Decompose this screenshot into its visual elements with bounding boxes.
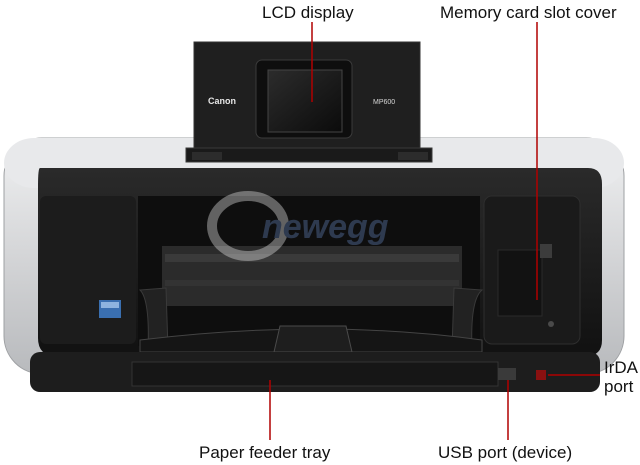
label-irda-port-line-1: IrDA <box>604 358 638 377</box>
irda-port <box>536 370 546 380</box>
paper-output-area <box>138 196 484 353</box>
model-label: MP600 <box>373 99 395 106</box>
label-memory-card-slot-cover: Memory card slot cover <box>440 3 617 22</box>
usb-port <box>498 368 516 380</box>
memory-card-slot-cover <box>483 195 581 345</box>
label-paper-feeder-tray: Paper feeder tray <box>199 443 331 462</box>
label-usb-port: USB port (device) <box>438 443 573 462</box>
brand-logo: Canon <box>208 96 236 106</box>
label-lcd-display: LCD display <box>262 3 354 22</box>
leader-lines <box>269 22 600 440</box>
lcd-panel: Canon MP600 <box>185 41 433 163</box>
lcd-screen <box>267 69 343 133</box>
printer-base <box>30 352 600 392</box>
newegg-watermark: newegg <box>207 191 389 261</box>
label-irda-port: IrDA port <box>604 358 640 396</box>
svg-text:newegg: newegg <box>262 208 389 246</box>
label-irda-port-line-2: port <box>604 377 634 396</box>
